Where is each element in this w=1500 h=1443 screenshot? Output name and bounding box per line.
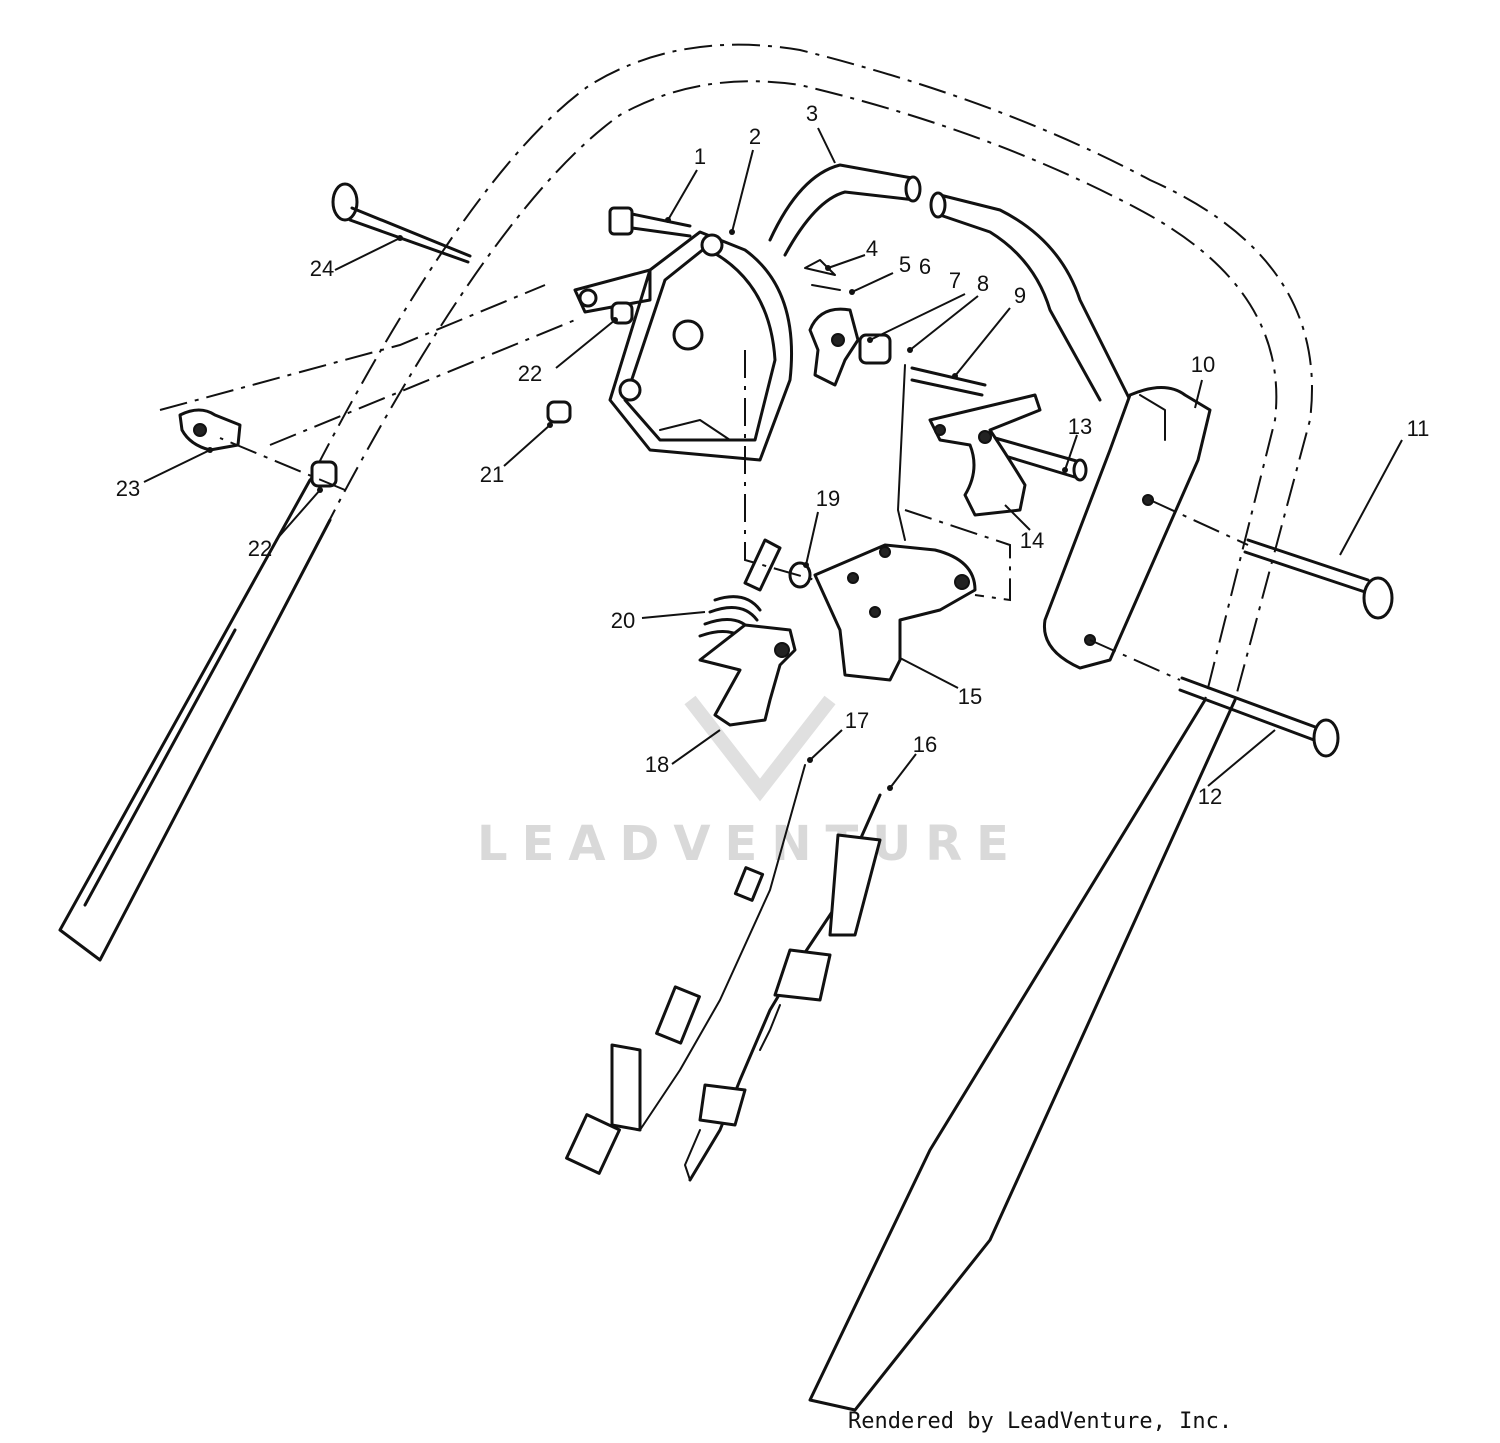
callout-1: 1 [694, 144, 706, 169]
callout-2: 2 [749, 124, 761, 149]
part-5-washer [811, 284, 841, 291]
callout-10: 10 [1191, 352, 1215, 377]
callout-7: 7 [949, 268, 961, 293]
callout-14: 14 [1020, 528, 1044, 553]
callout-15: 15 [958, 684, 982, 709]
callouts: 1 2 3 4 5 6 7 8 9 10 11 12 13 14 15 16 1… [116, 101, 1430, 809]
part-11-carriage-bolt [1243, 538, 1394, 620]
callout-19: 19 [816, 486, 840, 511]
callout-24: 24 [310, 256, 334, 281]
assembly-lines [159, 284, 1249, 681]
handle-right-tube [808, 698, 1237, 1412]
part-23-bushing [178, 408, 242, 452]
part-2-control-housing [573, 230, 794, 462]
handle-frame [58, 43, 1313, 1412]
watermark-logo-icon [684, 695, 836, 802]
watermark-text: LEADVENTURE [477, 816, 1023, 872]
part-16-cable [684, 793, 882, 1182]
callout-12: 12 [1198, 784, 1222, 809]
part-9-rod [910, 366, 987, 397]
callout-22-lower: 22 [248, 536, 272, 561]
watermark: LEADVENTURE [477, 695, 1023, 872]
part-12-carriage-bolt [1178, 676, 1340, 758]
part-24-carriage-bolt [331, 182, 472, 264]
part-6-cam [808, 307, 860, 387]
part-17-cable [565, 764, 806, 1175]
callout-18: 18 [645, 752, 669, 777]
callout-22-upper: 22 [518, 361, 542, 386]
handle-inner-phantom [99, 80, 1278, 961]
callout-17: 17 [845, 708, 869, 733]
callout-16: 16 [913, 732, 937, 757]
callout-20: 20 [611, 608, 635, 633]
handle-outer-phantom [59, 43, 1313, 931]
callout-5: 5 [899, 252, 911, 277]
handle-left-tube [58, 478, 332, 962]
part-22-nut-lower [310, 460, 338, 488]
callout-11: 11 [1407, 416, 1430, 441]
callout-23: 23 [116, 476, 140, 501]
part-8-spring-rod [897, 364, 906, 541]
part-3-bail-bar [768, 163, 1132, 402]
callout-21: 21 [480, 462, 504, 487]
callout-3: 3 [806, 101, 818, 126]
part-21-nut [546, 400, 572, 424]
credit-text: Rendered by LeadVenture, Inc. [848, 1409, 1232, 1434]
part-14-lever [928, 393, 1042, 517]
part-18-lever [698, 623, 797, 727]
part-1-bolt [608, 206, 692, 238]
part-15-bracket [813, 543, 977, 682]
callout-8: 8 [977, 271, 989, 296]
callout-4: 4 [866, 236, 878, 261]
callout-9: 9 [1014, 283, 1026, 308]
leader-lines [143, 127, 1403, 791]
callout-6: 6 [919, 254, 931, 279]
part-7-bushing [858, 333, 892, 365]
callout-13: 13 [1068, 414, 1092, 439]
